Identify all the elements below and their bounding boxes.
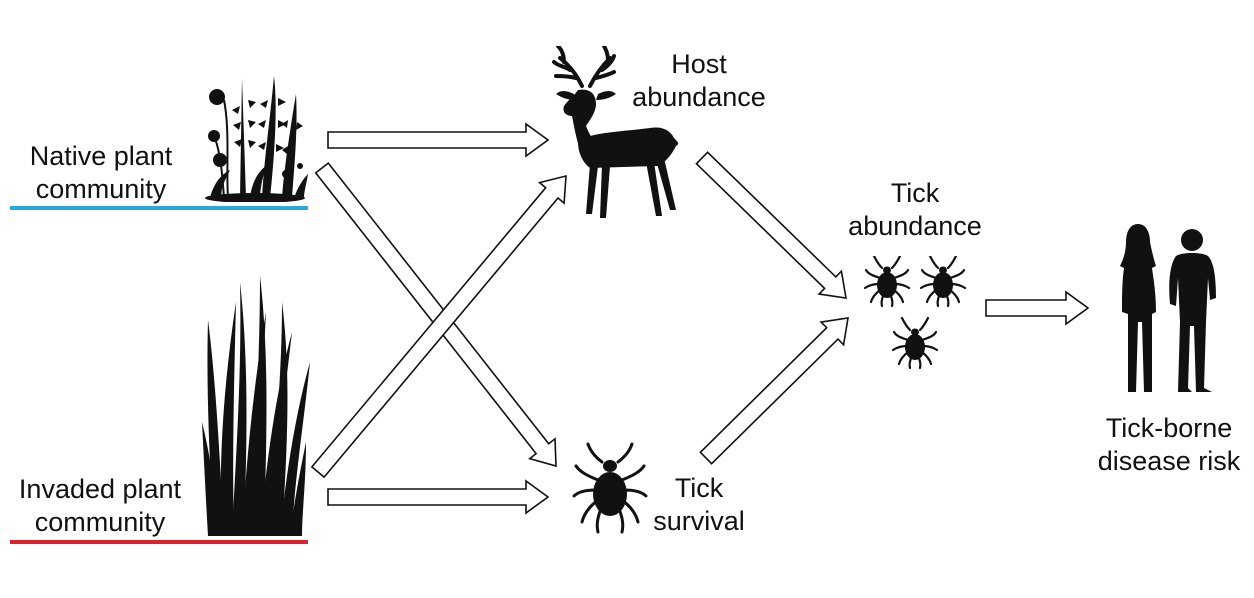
native-underline [10,206,308,210]
host-abundance-label: Host abundance [614,48,784,114]
survival-line1: Tick [674,473,724,503]
tick-abundance-label: Tick abundance [830,177,1000,243]
tick-survival-label: Tick survival [644,472,754,538]
deer-icon [550,46,682,222]
ticks-group-icon [864,256,968,372]
people-icon [1112,222,1222,394]
risk-line2: disease risk [1097,446,1241,476]
host-line1: Host [671,49,727,79]
arrow-ticks-to-risk [985,290,1090,326]
invaded-plant-label: Invaded plant community [2,473,198,539]
arrow-native-to-host [327,122,550,158]
invasive-grass-icon [202,272,312,536]
native-plant-line2: community [35,174,167,204]
native-plant-label: Native plant community [6,140,196,206]
arrow-invaded-to-host [310,174,567,479]
arrow-survival-to-ticks [699,317,849,465]
arrow-invaded-to-survival [327,479,550,515]
tick-icon [572,442,648,534]
invaded-underline [10,540,308,544]
native-plants-icon [200,70,310,202]
survival-line2: survival [653,506,745,536]
arrow-native-to-survival [314,161,557,468]
native-plant-line1: Native plant [29,141,173,171]
disease-risk-label: Tick-borne disease risk [1090,412,1248,478]
host-line2: abundance [632,82,766,112]
invaded-plant-line1: Invaded plant [18,474,182,504]
invaded-plant-line2: community [34,507,166,537]
tick-abundance-line2: abundance [848,211,982,241]
arrow-host-to-ticks [695,151,847,299]
risk-line1: Tick-borne [1105,413,1233,443]
tick-abundance-line1: Tick [890,178,940,208]
